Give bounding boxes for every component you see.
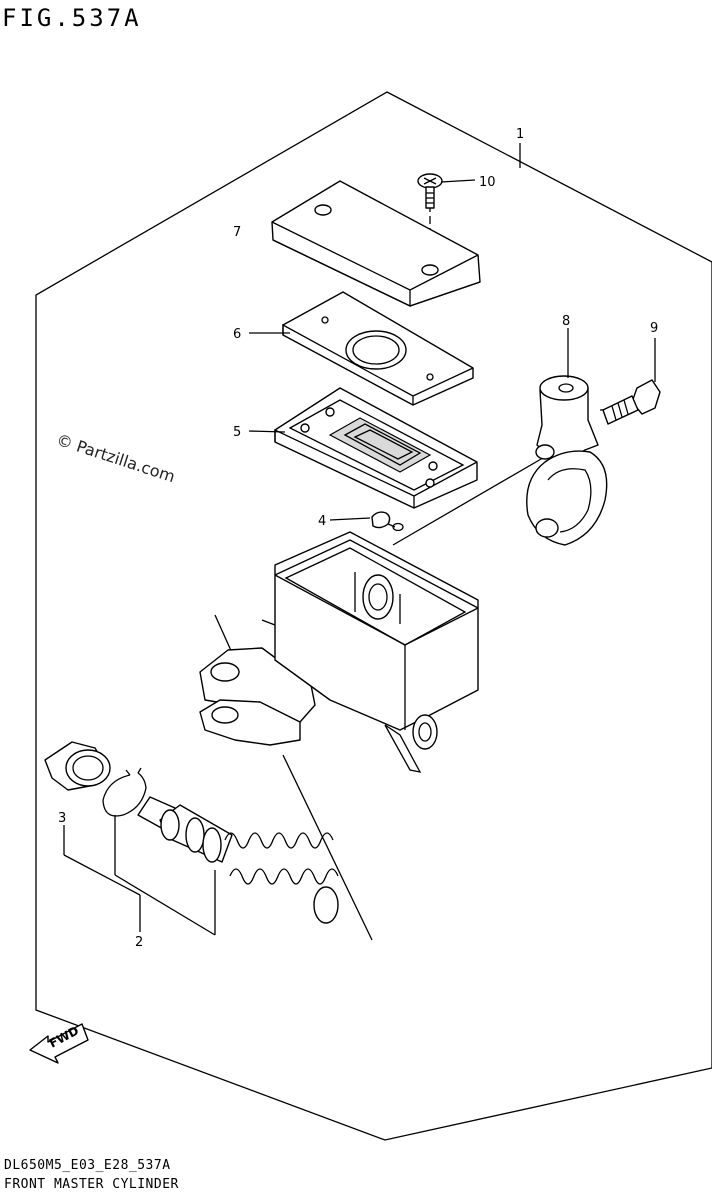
assembly-boundary — [35, 91, 712, 1141]
callout-leaders — [63, 143, 656, 936]
bolt-part-9 — [602, 379, 661, 425]
diaphragm-plate-part-6 — [282, 291, 474, 406]
clip-part-4 — [371, 511, 404, 532]
diaphragm-part-5 — [274, 387, 478, 509]
callout-5: 5 — [233, 425, 241, 440]
callout-10: 10 — [479, 175, 496, 190]
callout-1: 1 — [516, 127, 524, 142]
spring — [224, 832, 339, 924]
clamp-part-8 — [526, 375, 608, 546]
drawing-code: DL650M5_E03_E28_537A — [4, 1158, 171, 1173]
screw-part-10 — [417, 173, 443, 209]
callout-9: 9 — [650, 321, 658, 336]
callout-6: 6 — [233, 327, 241, 342]
callout-7: 7 — [233, 225, 241, 240]
circlip — [102, 767, 147, 817]
figure-label: FIG.537A — [2, 4, 142, 32]
diagram-caption: FRONT MASTER CYLINDER — [4, 1177, 179, 1192]
callout-3: 3 — [58, 811, 66, 826]
fwd-arrow-icon: FWD — [29, 1023, 89, 1064]
callout-8: 8 — [562, 314, 570, 329]
reservoir-cap-part-7 — [271, 180, 481, 308]
boot-part-3 — [44, 741, 111, 791]
piston — [137, 796, 233, 863]
callout-4: 4 — [318, 514, 326, 529]
master-cylinder-body — [199, 531, 479, 773]
callout-2: 2 — [135, 935, 143, 950]
